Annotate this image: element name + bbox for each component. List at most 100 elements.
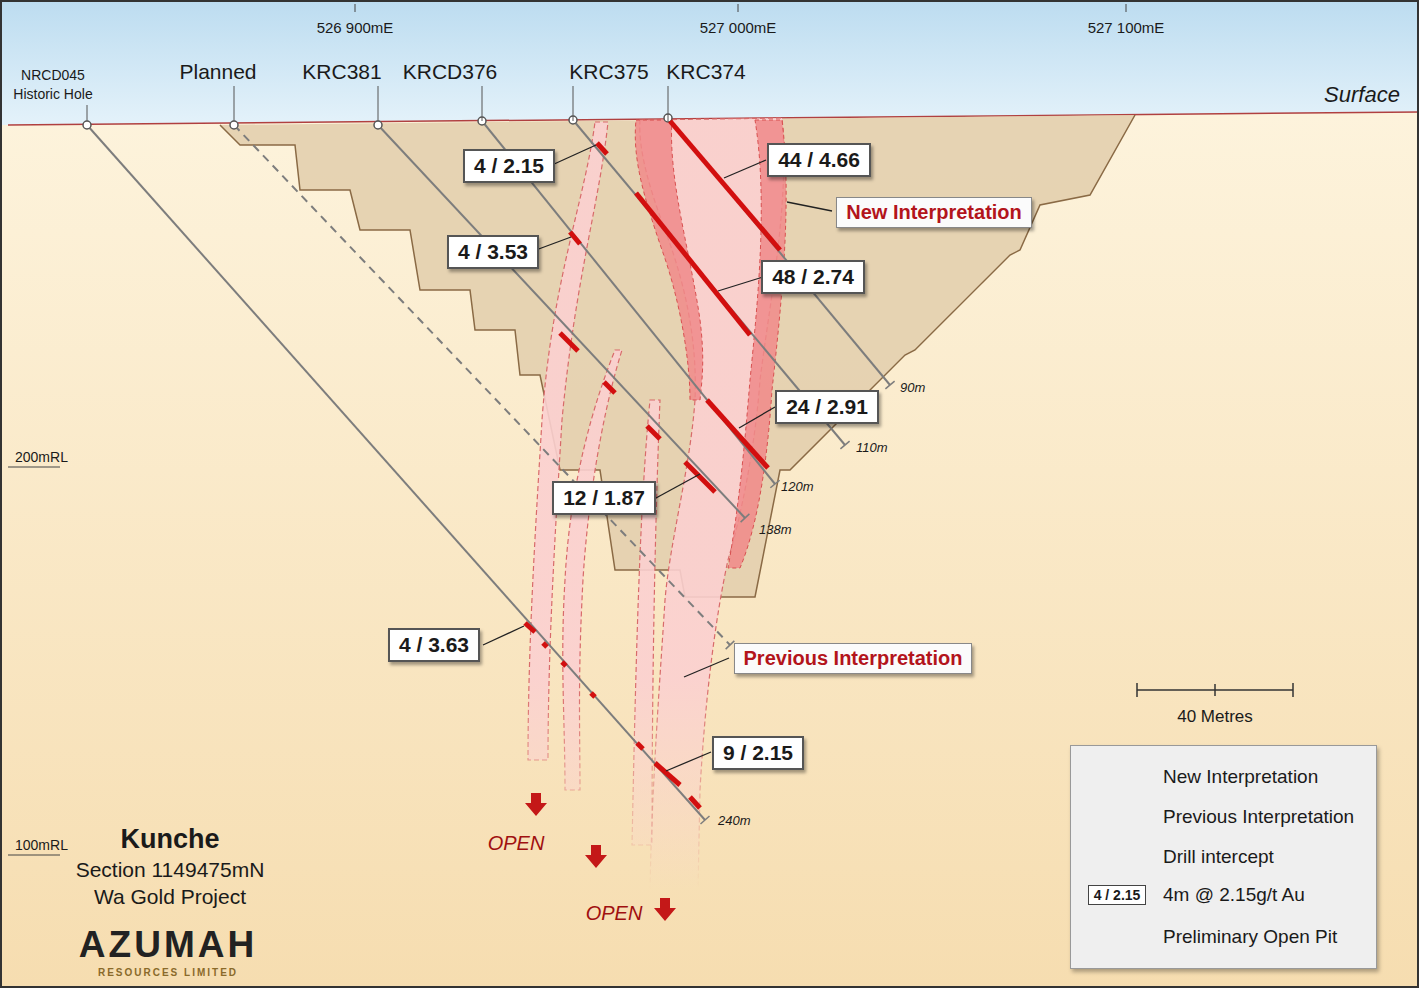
drawing-part (1136, 683, 1138, 697)
open-label: OPEN (488, 832, 545, 855)
drill-hole (87, 125, 705, 820)
drawing-part (1214, 684, 1216, 696)
drill-hole (378, 125, 745, 518)
leader-line (739, 407, 775, 428)
coordinate-label: 527 000mE (700, 19, 777, 36)
sky (0, 0, 1419, 125)
interpretation-label: Previous Interpretation (734, 643, 973, 674)
callout-text: Previous Interpretation (744, 647, 963, 670)
collar (230, 121, 238, 129)
assay-callout: 4 / 3.63 (388, 628, 480, 662)
drill-intercept (636, 193, 750, 335)
depth-label: 120m (781, 480, 814, 495)
collar (374, 121, 382, 129)
drill-intercept (670, 121, 780, 250)
hole-name: NRCD045 (21, 67, 85, 83)
interpretation-label: New Interpretation (836, 197, 1032, 228)
drill-intercept (647, 426, 660, 439)
coordinate-label: 527 100mE (1088, 19, 1165, 36)
collar-stem (87, 105, 88, 121)
end-tick (701, 816, 710, 824)
assay-callout: 24 / 2.91 (775, 390, 879, 424)
drill-intercept (525, 623, 535, 632)
legend-text: Preliminary Open Pit (1163, 926, 1337, 948)
depth-label: 110m (856, 441, 888, 456)
coordinate-label: 526 900mE (317, 19, 394, 36)
drill-intercept (560, 333, 578, 351)
drill-intercept (597, 143, 607, 154)
drawing-part (1126, 4, 1127, 12)
open-label: OPEN (586, 902, 643, 925)
depth-label: 240m (718, 814, 751, 829)
legend-text: Previous Interpretation (1163, 806, 1354, 828)
callout-text: 12 / 1.87 (563, 486, 645, 510)
depth-label: 138m (759, 523, 792, 538)
drill-hole (668, 118, 890, 385)
drawing-part (1292, 683, 1294, 697)
rl-label: 100mRL (15, 837, 68, 853)
callout-text: New Interpretation (846, 201, 1022, 224)
callout-text: 24 / 2.91 (786, 395, 868, 419)
callout-text: 4 / 3.63 (399, 633, 469, 657)
ore-zone (563, 350, 622, 790)
drill-intercept (543, 643, 547, 647)
drill-intercept (637, 743, 643, 749)
company-logo: AZUMAH (79, 924, 257, 967)
hole-note: Historic Hole (13, 86, 92, 102)
leader-line (787, 202, 832, 211)
leader-line (684, 658, 729, 677)
leader-line (666, 752, 711, 771)
drill-intercept (707, 400, 768, 468)
drill-holes (83, 86, 895, 824)
drawing-part (738, 4, 739, 12)
legend-sample: 4 / 2.15 (1088, 885, 1147, 905)
end-tick (741, 514, 750, 522)
callout-text: 4 / 3.53 (458, 240, 528, 264)
leader-line (718, 277, 763, 291)
drill-intercept (604, 382, 615, 393)
collar-stem (482, 86, 483, 121)
drill-intercept (570, 232, 580, 244)
callout-text: 48 / 2.74 (772, 265, 854, 289)
leader-line (552, 145, 596, 165)
ore-zone (728, 120, 786, 568)
assay-callout: 48 / 2.74 (761, 260, 865, 294)
drill-intercept (690, 797, 700, 808)
company-tagline: RESOURCES LIMITED (98, 967, 238, 979)
new-interpretation-zones (635, 120, 786, 568)
hole-name: KRCD376 (403, 60, 498, 84)
collar-stem (378, 86, 379, 121)
legend-text: Drill intercept (1163, 846, 1274, 868)
drawing-part (8, 855, 60, 856)
depth-label: 90m (900, 381, 925, 396)
scale-label: 40 Metres (1177, 707, 1253, 727)
hole-name: KRC375 (569, 60, 648, 84)
drawing-part (525, 793, 547, 816)
drill-intercept (562, 662, 566, 666)
leader-line (724, 160, 766, 178)
scale-bar (1137, 683, 1293, 697)
drill-hole (234, 125, 730, 645)
title: Kunche (120, 824, 219, 855)
drawing-part (355, 4, 356, 12)
collar-stem (573, 86, 574, 121)
subtitle: Section 1149475mN (76, 858, 265, 882)
end-tick (770, 480, 779, 488)
drawing-part (8, 467, 60, 468)
hole-name: Planned (179, 60, 256, 84)
legend-text: 4m @ 2.15g/t Au (1163, 884, 1305, 906)
rl-label: 200mRL (15, 449, 68, 465)
drill-intercept (685, 462, 715, 492)
assay-callout: 9 / 2.15 (712, 736, 804, 770)
leader-line (483, 626, 524, 645)
callout-text: 4 / 2.15 (474, 154, 544, 178)
leader-line (536, 237, 571, 250)
coordinate-ticks (8, 4, 1126, 855)
collar-stem (234, 86, 235, 121)
assay-callout: 12 / 1.87 (552, 481, 656, 515)
drill-intercept (591, 693, 595, 697)
legend-text: New Interpretation (1163, 766, 1318, 788)
subtitle: Wa Gold Project (94, 885, 246, 909)
assay-callout: 44 / 4.66 (767, 143, 871, 177)
end-tick (885, 381, 894, 389)
